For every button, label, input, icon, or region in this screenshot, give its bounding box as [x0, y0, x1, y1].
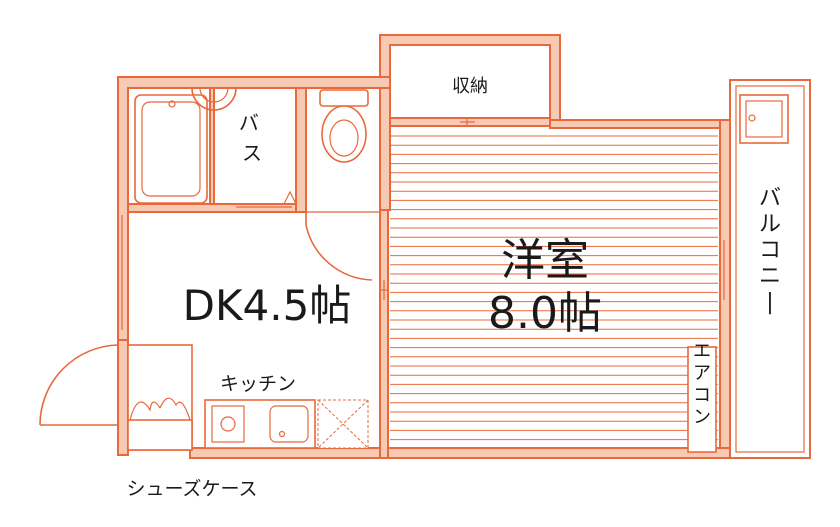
- storage-label: 収納: [452, 76, 488, 97]
- aircon-label: エアコン: [693, 341, 711, 428]
- door-marks: [121, 117, 475, 330]
- bathtub: [134, 87, 297, 208]
- balcony-label: バルコニ|: [759, 186, 781, 315]
- shoe-case-label: シューズケース: [126, 478, 257, 500]
- kitchen-label: キッチン: [220, 373, 296, 395]
- western-room-size: 8.0帖: [488, 288, 602, 339]
- floorboard-lines: [390, 135, 718, 441]
- aircon-box: [687, 346, 717, 453]
- bath-label: バ ス: [239, 111, 265, 165]
- kitchen-counter: [204, 399, 369, 449]
- balcony-area: [723, 79, 811, 459]
- dk-label: DK4.5帖: [183, 281, 352, 330]
- western-room-label: 洋室: [501, 235, 589, 286]
- entrance-door: [39, 344, 119, 426]
- shoe-case: [127, 344, 193, 451]
- toilet: [305, 89, 380, 281]
